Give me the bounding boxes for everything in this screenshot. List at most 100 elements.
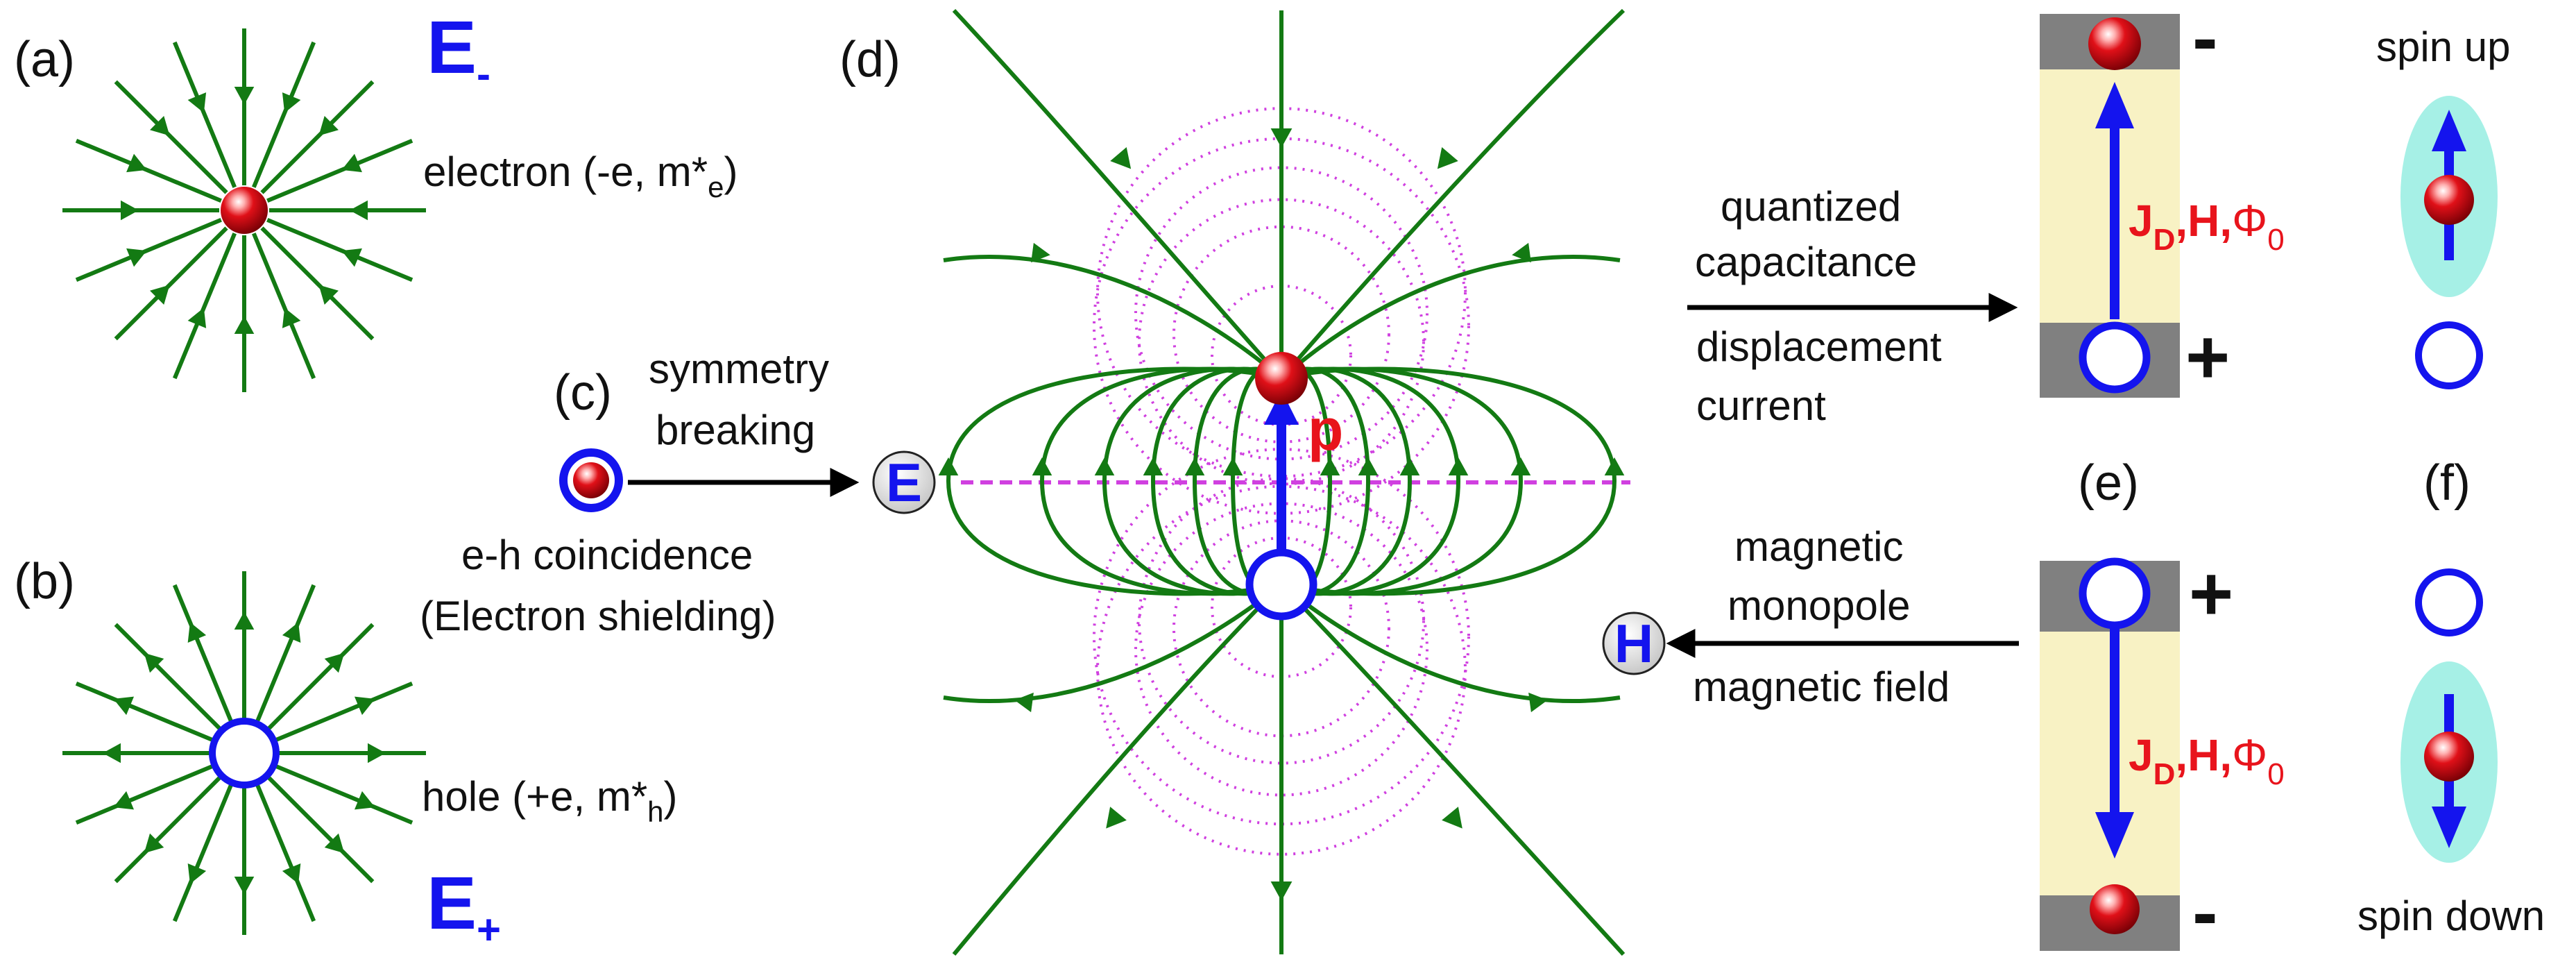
dipole-loop [946,366,1282,596]
radial-field-line [172,584,237,731]
arrowhead-up-icon [2095,82,2134,128]
loop-arrowhead-icon [1604,457,1625,475]
panel-label-f: (f) [2423,455,2471,511]
equipotential-circle [1093,137,1470,515]
upper-field-line [943,255,1283,380]
field-arrowhead-icon [282,863,301,884]
panel-label-a: (a) [14,32,75,87]
field-arrowhead-icon [187,622,207,643]
field-label-e-plus: E+ [427,861,501,953]
h-field-disc-label: H [1614,613,1653,674]
loop-arrowhead-icon [1032,457,1052,475]
panel-c: (c) symmetry breaking E e-h coincidence … [420,346,936,639]
spin-down-label: spin down [2357,893,2545,939]
equipotential-circle [1138,477,1425,765]
magnetic-label: magnetic [1734,523,1903,570]
coincidence-caption: e-h coincidence [461,532,753,578]
hole-icon [209,718,280,788]
field-arrowhead-icon [187,307,207,328]
radial-field-line [252,775,316,922]
field-arrowhead-icon [150,116,170,136]
field-arrowhead-icon [121,200,139,221]
upper-arrowhead-icon [1512,242,1531,263]
panel-label-b: (b) [14,554,75,609]
breaking-label: breaking [656,407,815,453]
radial-field-line [172,41,237,188]
radial-field-line [75,218,222,282]
top-hole-icon-2 [2079,557,2151,630]
equipotential-circle [1134,502,1428,797]
field-arrowhead-icon [354,696,375,716]
field-arrowhead-icon [350,200,368,221]
electron-field-lines [62,28,426,392]
radial-field-line [75,761,222,825]
radial-field-line [266,138,413,203]
lower-field-line [1280,582,1621,704]
hole-caption: hole (+e, m*h) [422,773,678,828]
vertical-arrowhead-icon [1270,881,1293,901]
dipole-loop [1281,366,1617,596]
radial-field-line [252,233,316,380]
upper-field-line [952,8,1283,380]
field-arrowhead-icon [187,92,207,113]
loop-arrowhead-icon [1358,457,1379,475]
bottom-sign-minus: - [2192,870,2218,955]
upper-arrowhead-icon [1110,147,1132,169]
field-arrowhead-icon [150,285,170,305]
junction-top: JD,H,Φ0 - + [2040,0,2285,400]
lower-field-line [1279,582,1626,956]
upper-arrowhead-icon [1031,242,1050,263]
field-arrowhead-icon [354,791,375,810]
spin-down-electron-icon [2424,732,2474,782]
panel-a: (a) E- electron (-e, m*e) [14,5,737,392]
e-field-disc-icon [872,450,936,514]
radial-field-line [252,584,316,731]
radial-field-line [172,775,237,922]
monopole-label: monopole [1728,582,1911,629]
radial-field-line [266,681,413,745]
shielding-caption: (Electron shielding) [420,593,776,639]
top-transition: quantized capacitance displacement curre… [1687,183,2018,429]
field-arrowhead-icon [318,285,339,305]
loop-arrowhead-icon [1222,457,1243,475]
radial-field-line [172,233,237,380]
field-arrowhead-icon [234,877,255,895]
field-arrowhead-icon [103,743,121,763]
arrowhead-down-icon [2095,812,2134,859]
field-arrowhead-icon [144,652,164,673]
top-electron-icon [2088,17,2141,70]
radial-field-line [75,681,222,745]
hole-field-lines [62,571,426,935]
bottom-hole-icon [2079,321,2151,394]
junction-label-bottom: JD,H,Φ0 [2129,730,2285,791]
panel-label-c: (c) [554,365,612,421]
loop-arrowhead-icon [1094,457,1115,475]
equipotential-circle [1172,225,1390,444]
spin-up-arrowhead-icon [2432,110,2466,151]
radial-field-line [114,80,228,194]
loop-arrowhead-icon [1448,457,1469,475]
radial-field-line [260,623,375,737]
top-sign-minus: - [2192,0,2218,81]
lower-arrowhead-icon [1528,692,1548,713]
h-field-disc-icon [1602,611,1666,675]
equipotential-circle [1134,166,1428,461]
radial-field-line [266,761,413,825]
field-arrowhead-icon [234,87,255,105]
equipotential-circle [1093,448,1470,826]
dipole-arrowhead-icon [1264,390,1299,425]
spin-up-label: spin up [2376,24,2510,70]
radial-field-line [260,226,375,341]
field-arrowhead-icon [126,153,147,173]
loop-arrowhead-icon [1510,457,1531,475]
field-arrowhead-icon [113,696,135,716]
field-arrowhead-icon [126,248,147,267]
spin-down-hole-icon [2415,568,2483,636]
panel-f: spin up spin down [2357,24,2545,939]
field-arrowhead-icon [234,316,255,334]
equipotential-circle [1138,198,1425,486]
quantized-label: quantized [1721,183,1901,230]
radial-field-line [75,138,222,203]
top-sign-plus: + [2185,314,2230,400]
